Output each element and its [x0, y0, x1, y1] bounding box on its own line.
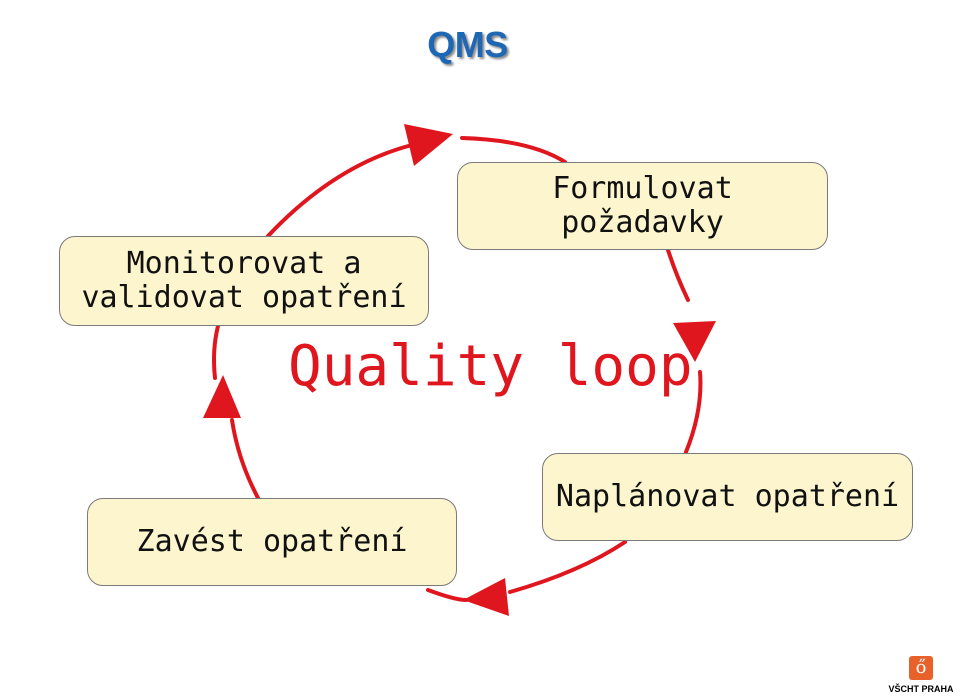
loop-arc-bottom-left [426, 588, 468, 602]
vscht-logo-text: VŠCHT PRAHA [888, 684, 954, 694]
arrowhead-bottom [463, 578, 509, 616]
step-label-line: Naplánovat opatření [555, 479, 900, 514]
step-label-line: Zavést opatření [136, 524, 408, 559]
slide-title: QMS [427, 24, 508, 65]
loop-arc-top-left [266, 143, 414, 238]
loop-arc-top-right [460, 136, 567, 164]
center-label-quality-loop: Quality loop [288, 334, 693, 399]
arrowhead-left [203, 375, 241, 418]
step-label-line: validovat opatření [81, 280, 407, 315]
step-box-monitorovat-validovat: Monitorovat a validovat opatření [59, 236, 429, 326]
loop-arc-bottom-right [508, 540, 627, 594]
step-label-line: Formulovat [552, 171, 733, 206]
step-label-line: požadavky [561, 205, 724, 240]
loop-arc-right-lower [684, 370, 703, 454]
vscht-logo-icon: ő [909, 656, 933, 680]
loop-arc-left-lower [230, 418, 260, 500]
loop-arc-left-upper [212, 324, 220, 380]
vscht-logo: ő VŠCHT PRAHA [888, 656, 954, 696]
step-label-line: Monitorovat a [126, 246, 362, 281]
arrowhead-top [404, 124, 453, 166]
step-box-naplanovat-opatreni: Naplánovat opatření [542, 453, 913, 541]
loop-arc-right-upper [666, 248, 690, 302]
arrowhead-right [673, 321, 716, 362]
step-box-formulovat-pozadavky: Formulovat požadavky [457, 162, 828, 250]
step-box-zavest-opatreni: Zavést opatření [87, 498, 457, 586]
